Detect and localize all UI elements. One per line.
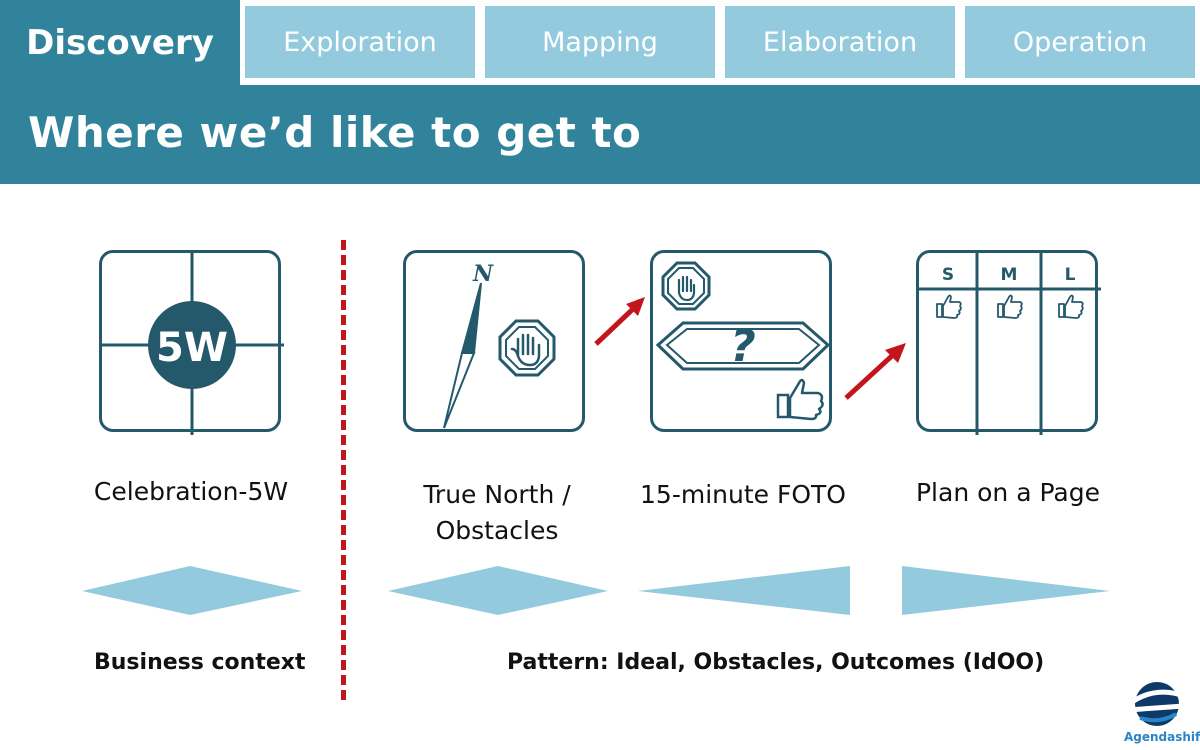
card-caption: Plan on a Page — [915, 478, 1100, 507]
tab-elaboration[interactable]: Elaboration — [725, 6, 955, 78]
card-caption: 15-minute FOTO — [640, 480, 846, 509]
five-w-badge: 5W — [156, 325, 228, 371]
card-caption: True North / Obstacles — [423, 480, 571, 545]
red-arrow-icon — [594, 297, 645, 346]
header-band — [0, 85, 1200, 184]
chevron-row — [82, 566, 1110, 615]
column-s-label: S — [942, 265, 954, 285]
foto-card: ? — [650, 250, 832, 432]
tab-mapping[interactable]: Mapping — [485, 6, 715, 78]
question-mark: ? — [730, 321, 756, 372]
column-l-label: L — [1065, 265, 1076, 285]
chevron-shape — [388, 566, 608, 615]
plan-grid-icon: S M L — [919, 253, 1101, 435]
foto-icon: ? — [655, 261, 831, 421]
chevron-shape — [638, 566, 850, 615]
chevron-shape — [82, 566, 302, 615]
column-m-label: M — [1001, 265, 1018, 285]
tab-discovery[interactable]: Discovery — [0, 0, 240, 85]
tab-exploration[interactable]: Exploration — [245, 6, 475, 78]
true-north-card: N — [403, 250, 585, 432]
plan-on-a-page-card: S M L — [916, 250, 1101, 435]
red-arrow-icon — [844, 343, 906, 400]
business-context-label: Business context — [94, 650, 306, 675]
stop-hand-icon — [498, 319, 556, 377]
section-divider — [341, 240, 346, 700]
tab-operation[interactable]: Operation — [965, 6, 1195, 78]
thumbs-up-icon — [997, 294, 1023, 319]
page-title: Where we’d like to get to — [28, 108, 642, 157]
agendashift-logo-icon — [1127, 682, 1185, 726]
five-w-card: 5W — [99, 250, 284, 435]
pattern-label: Pattern: Ideal, Obstacles, Outcomes (IdO… — [507, 650, 1045, 675]
compass-north-letter: N — [472, 261, 494, 287]
thumbs-up-icon — [776, 378, 824, 421]
thumbs-up-icon — [936, 294, 962, 319]
agendashift-logo-text: Agendashift — [1124, 730, 1200, 744]
card-caption: Celebration-5W — [93, 477, 289, 506]
thumbs-up-icon — [1058, 294, 1084, 319]
compass-icon: N — [443, 261, 556, 429]
five-w-grid-icon: 5W — [102, 253, 284, 435]
stop-hand-icon — [661, 261, 711, 311]
chevron-shape — [902, 566, 1110, 615]
